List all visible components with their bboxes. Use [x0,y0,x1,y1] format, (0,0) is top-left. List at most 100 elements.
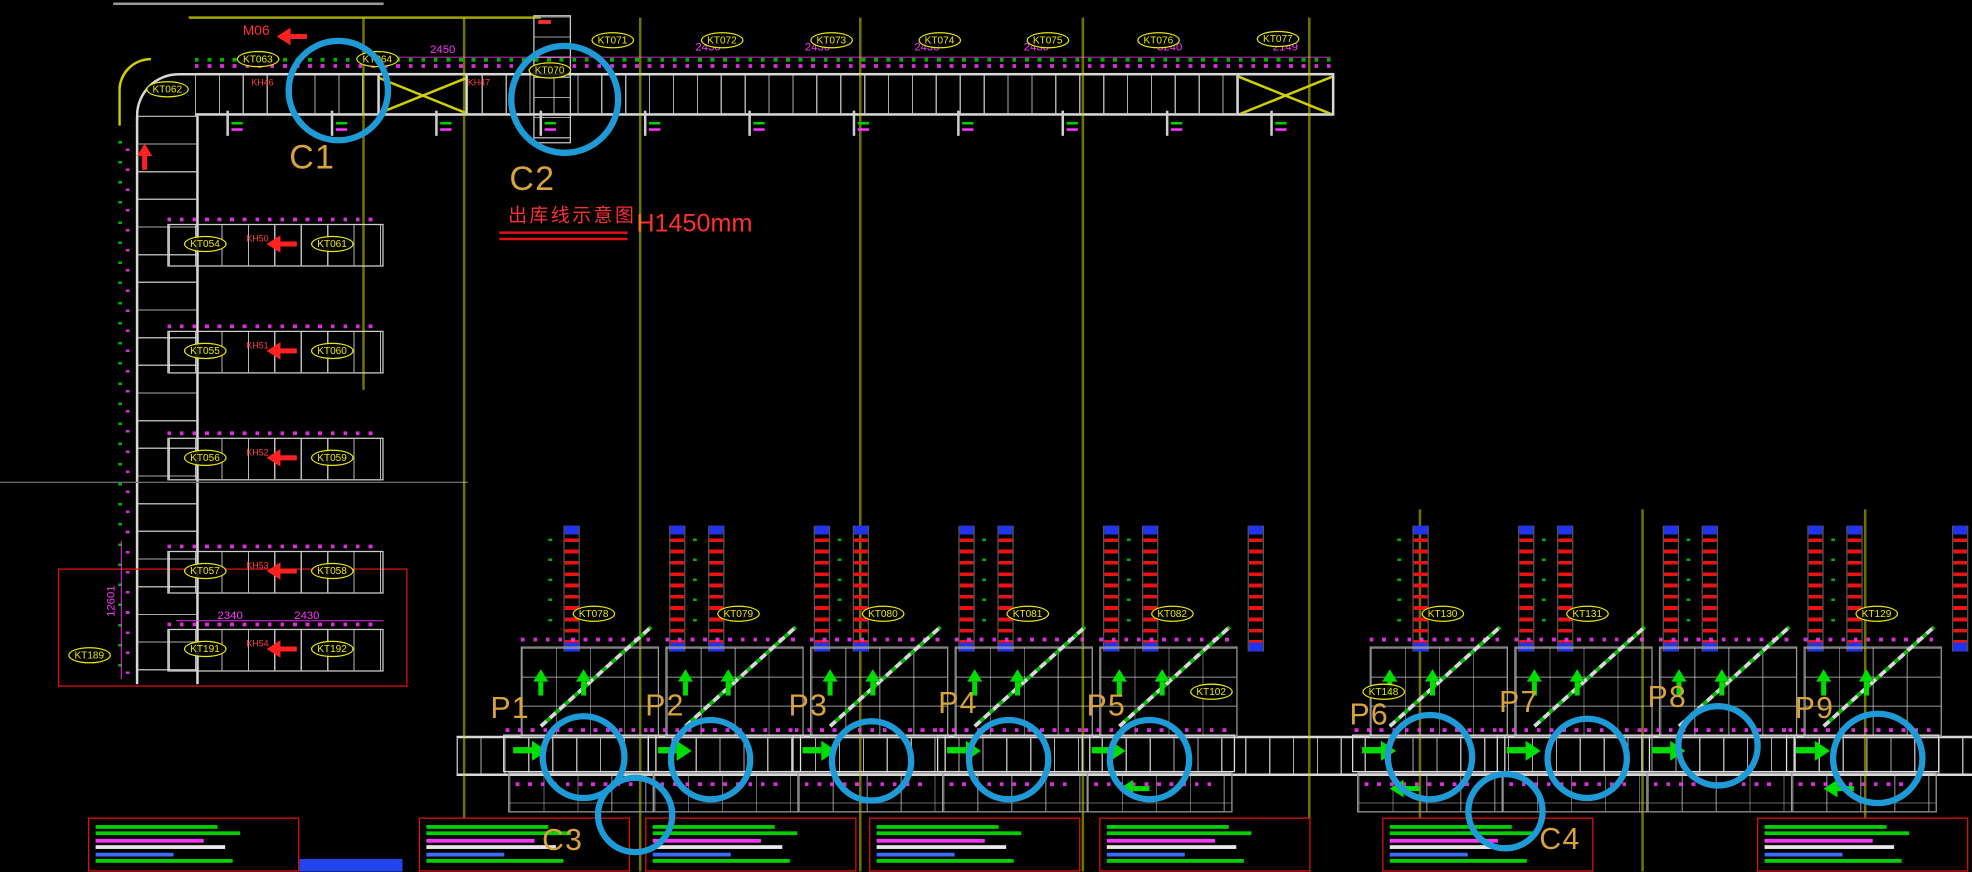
ladder-cap [1248,642,1263,652]
info-text-line [426,831,572,836]
arrow-stem [870,681,876,696]
rack-ladder [1412,525,1429,652]
info-text-line [1389,859,1528,863]
tick-strip [194,57,1334,62]
annotation-label-C1: C1 [289,138,336,177]
rack-id-label: KT191 [183,640,227,658]
ladder-cap [670,525,685,535]
station-id-label: KT130 [1421,605,1464,622]
arrow-stem [725,681,731,696]
m06-label: M06 [242,23,270,39]
ladder-cap [1953,525,1968,535]
conveyor-id-label: KT063 [236,50,279,68]
info-text-line [426,824,549,829]
station-marks [1369,637,1506,642]
ladder-cap [814,525,829,535]
station-marks [1658,637,1795,642]
dimension-text-vertical: 12601 [104,585,117,617]
arrow-stem [1430,681,1436,696]
annotation-label-P2: P2 [645,689,685,724]
info-text-line [1106,859,1245,863]
station-marks [982,538,987,639]
dimension-text: 2340 [217,608,243,622]
station-marks [1397,538,1402,639]
rack-id-label: KT057 [183,562,227,580]
ladder-cap [1558,525,1573,535]
construction-line [1308,17,1311,872]
conveyor-id-label: KT072 [700,32,744,49]
arrow-up-icon [1569,669,1585,682]
arrow-stem [947,747,966,754]
conveyor-support [226,110,249,136]
info-text-box [88,817,300,872]
tick-strip [194,64,1334,68]
rack-ladder [708,525,725,652]
station-id-label: KT131 [1566,605,1609,622]
info-text-line [95,838,204,843]
info-text-line [1389,824,1512,829]
arrow-stem [1159,681,1165,696]
info-text-line [1389,845,1520,849]
arrow-stem [1362,747,1381,754]
rack-tick-strip [167,544,382,549]
rack-id-label: KT058 [310,562,354,580]
conveyor-id-label: KT062 [146,81,189,98]
arrow-up-icon [1424,669,1441,682]
info-text-line [1389,852,1469,856]
annotation-label-P9: P9 [1794,691,1835,726]
arrow-up-icon [137,143,153,156]
support-mark-magenta [231,128,243,131]
annotation-label-C4: C4 [1539,822,1581,857]
construction-line [638,17,642,872]
conveyor-code-label: KH46 [251,79,274,89]
rack-id-label: KT055 [183,342,227,360]
conveyor-id-label: KT189 [68,647,111,664]
cutoff-structure-line [113,2,384,6]
rack-ladder [1951,525,1969,652]
support-mark-magenta [857,128,870,131]
arrow-stem [280,348,297,354]
ladder-cap [1808,525,1823,535]
ladder-cap [853,525,868,535]
arrow-up-icon [720,669,736,682]
station-marks [1803,637,1940,642]
info-text-line [426,852,505,856]
station-marks [1126,538,1131,639]
conveyor-support [1165,110,1189,136]
construction-line [1081,17,1085,872]
info-text-line [1764,838,1873,843]
info-text-line [95,852,175,856]
arrow-stem [682,681,688,696]
arrow-up-icon [576,669,592,682]
title-underline [499,237,628,241]
arrow-up-icon [865,669,881,682]
rack-code-label: KH50 [246,235,269,244]
arrow-up-icon [533,669,549,682]
support-mark-green [1170,121,1183,125]
annotation-label-C2: C2 [509,159,556,198]
rack-code-label: KH51 [246,342,269,351]
station-marks [954,637,1091,642]
station-marks [1099,637,1236,642]
info-text-box [1757,817,1969,872]
annotation-circle-P9 [1829,710,1926,807]
reference-line [0,481,468,483]
arrow-up-icon [1714,669,1730,682]
info-text-line [1764,852,1844,856]
conveyor-support [957,110,980,136]
rack-ladder [669,525,686,652]
station-id-label: KT078 [572,605,615,622]
support-mark-green [648,121,661,125]
ladder-cap [1702,525,1717,535]
annotation-label-P7: P7 [1499,685,1539,720]
info-text-line [1106,831,1252,836]
arrow-left-icon [266,640,281,658]
support-mark-green [857,121,870,125]
dimension-text: 2450 [430,42,456,56]
annotation-label-P8: P8 [1647,680,1688,715]
arrow-stem [1821,681,1827,696]
ladder-cap [1104,525,1119,535]
rack-ladder [852,525,870,652]
support-mark-magenta [440,128,452,131]
station-marks [665,637,802,642]
